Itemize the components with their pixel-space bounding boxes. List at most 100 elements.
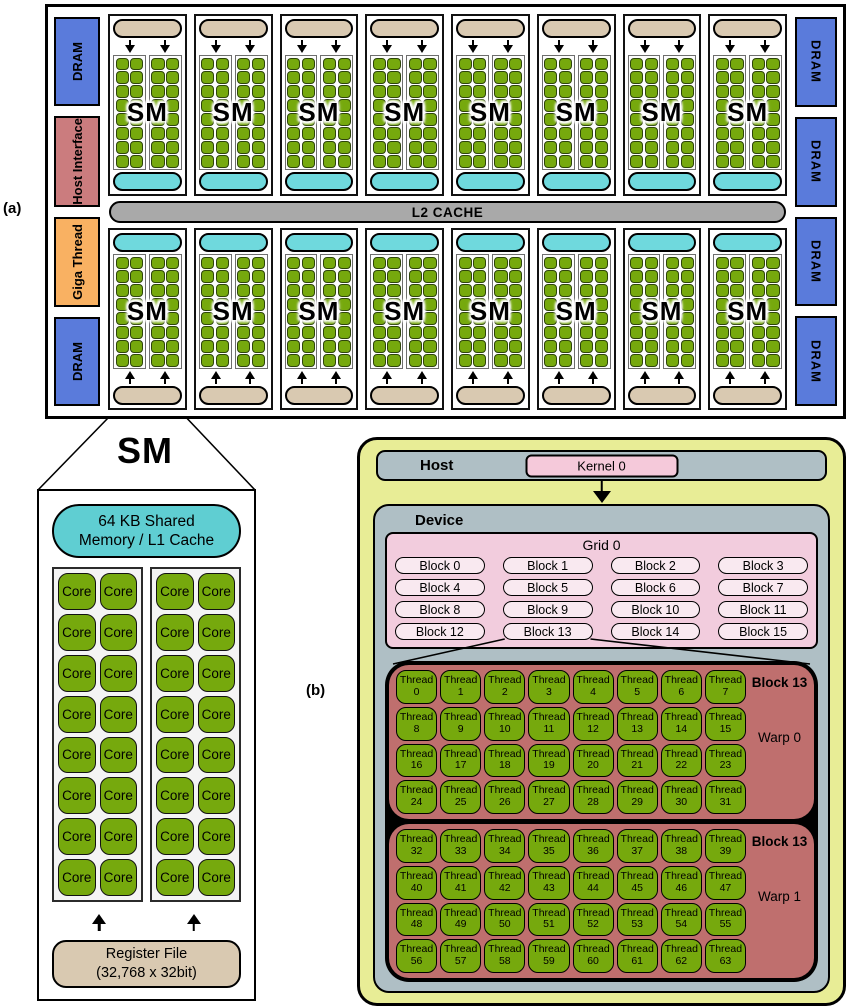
core-square	[115, 284, 129, 297]
core-square	[680, 354, 694, 367]
core-square	[166, 71, 180, 84]
core-square	[372, 270, 386, 283]
core-square	[494, 284, 508, 297]
core-square	[494, 340, 508, 353]
core-square	[301, 354, 315, 367]
core-square	[337, 312, 351, 325]
core-square	[337, 256, 351, 269]
sm-core-subcolumn	[627, 254, 661, 369]
core-square	[151, 340, 165, 353]
core-square	[251, 141, 265, 154]
core-square	[337, 71, 351, 84]
thread-word: Thread	[444, 747, 478, 760]
core-square	[372, 326, 386, 339]
up-arrow-icon	[587, 371, 599, 384]
core-square	[665, 354, 680, 367]
sm-core-grid: SM	[113, 55, 182, 170]
side-block-dram: DRAM	[795, 216, 837, 307]
core-square	[130, 326, 144, 339]
thread-word: Thread	[399, 869, 434, 882]
block-pill-10: Block 10	[610, 601, 701, 618]
up-arrow-icon	[124, 371, 136, 384]
block-pill-12: Block 12	[395, 623, 485, 640]
core-square	[644, 57, 658, 70]
core-square	[151, 312, 165, 325]
down-arrow-icon	[759, 40, 771, 53]
core-square	[215, 326, 230, 339]
core-square	[130, 284, 144, 297]
core-square	[544, 99, 558, 112]
thread-word: Thread	[664, 833, 698, 846]
up-arrow-icon	[553, 371, 565, 384]
core-square	[151, 127, 165, 140]
core-square	[558, 113, 573, 126]
core-square	[387, 113, 401, 126]
core-square	[766, 326, 780, 339]
block-pill-0: Block 0	[395, 557, 485, 574]
sm-arrows	[199, 40, 268, 53]
thread-word: Thread	[576, 943, 610, 956]
side-block-dram: DRAM	[795, 17, 837, 107]
core-square	[730, 312, 744, 325]
thread-word: Thread	[664, 747, 698, 760]
core: Core	[197, 736, 235, 774]
core-square	[408, 57, 422, 70]
host-bar: Host Kernel 0	[376, 450, 827, 481]
warp-name-label: Warp 0	[757, 730, 801, 746]
core-square	[423, 312, 437, 325]
thread-number: 30	[675, 796, 688, 809]
sm-arrows	[542, 371, 611, 384]
core-square	[287, 127, 301, 140]
core-square	[215, 141, 230, 154]
core-square	[715, 326, 729, 339]
register-file-arrows	[52, 911, 241, 931]
up-arrow-icon	[639, 371, 651, 384]
core-square	[665, 71, 680, 84]
down-arrow-icon	[587, 40, 599, 53]
core-square	[580, 99, 594, 112]
core-square	[680, 312, 694, 325]
core-square	[237, 57, 251, 70]
core-square	[558, 127, 573, 140]
core-square	[558, 256, 573, 269]
core-square	[751, 354, 765, 367]
core: Core	[99, 859, 137, 896]
core-square	[237, 270, 251, 283]
core: Core	[197, 777, 235, 815]
sm-label: SM	[469, 296, 511, 326]
core: Core	[99, 736, 137, 774]
core-square	[594, 57, 608, 70]
core-square	[423, 85, 437, 98]
thread-word: Thread	[488, 784, 522, 797]
core-square	[509, 340, 523, 353]
core-square	[130, 141, 144, 154]
core-square	[151, 270, 165, 283]
core-square	[408, 326, 422, 339]
thread-number: 0	[413, 685, 420, 698]
thread-number: 28	[587, 796, 599, 809]
up-arrow-icon	[91, 911, 107, 931]
shared-memory-pill	[370, 172, 439, 191]
instruction-cache-pill	[627, 19, 697, 38]
thread-word: Thread	[399, 747, 434, 760]
core-square	[665, 340, 680, 353]
core-square	[215, 71, 230, 84]
core-square	[730, 57, 744, 70]
sm-core-subcolumn	[320, 55, 354, 170]
core-square	[630, 155, 644, 168]
block-pill-15: Block 15	[718, 623, 808, 640]
sm-core-grid: SM	[198, 55, 268, 170]
core-square	[494, 256, 508, 269]
sm-core-subcolumn	[113, 55, 146, 170]
core-square	[766, 57, 780, 70]
thread-number: 21	[631, 759, 644, 772]
